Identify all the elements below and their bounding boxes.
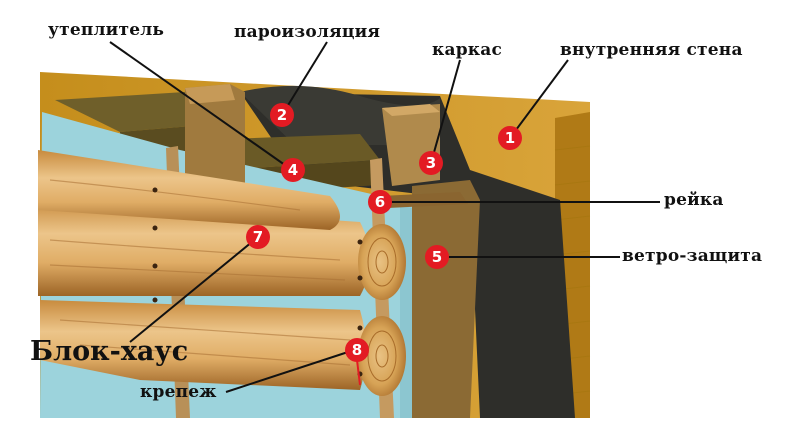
leader-line-insulation bbox=[109, 41, 293, 171]
marker-2: 2 bbox=[270, 103, 294, 127]
marker-7-number: 7 bbox=[253, 228, 263, 246]
label-batten: рейка bbox=[664, 190, 724, 210]
marker-4-number: 4 bbox=[288, 161, 298, 179]
marker-8: 8 bbox=[345, 338, 369, 362]
leader-line-block-house bbox=[129, 236, 259, 343]
marker-6-number: 6 bbox=[375, 193, 385, 211]
leader-line-frame bbox=[430, 59, 461, 164]
leader-line-vapor-barrier bbox=[281, 41, 328, 116]
marker-5-number: 5 bbox=[432, 248, 442, 266]
block-house bbox=[38, 150, 406, 396]
label-inner-wall: внутренняя стена bbox=[560, 40, 743, 60]
label-frame: каркас bbox=[432, 40, 503, 60]
label-fastener: крепеж bbox=[140, 382, 217, 402]
leader-lines bbox=[109, 41, 660, 393]
fastener-screw bbox=[356, 359, 361, 386]
marker-1: 1 bbox=[498, 126, 522, 150]
label-insulation: утеплитель bbox=[48, 20, 165, 40]
marker-6: 6 bbox=[368, 190, 392, 214]
label-wind-barrier: ветро-защита bbox=[622, 246, 763, 266]
marker-8-number: 8 bbox=[352, 341, 362, 359]
frame-posts bbox=[185, 84, 480, 418]
leader-line-fastener bbox=[225, 351, 349, 393]
marker-2-number: 2 bbox=[277, 106, 287, 124]
label-vapor-barrier: пароизоляция bbox=[234, 22, 381, 42]
marker-3-number: 3 bbox=[426, 154, 436, 172]
label-block-house: Блок-хаус bbox=[30, 336, 189, 367]
marker-1-number: 1 bbox=[505, 129, 515, 147]
marker-7: 7 bbox=[246, 225, 270, 249]
leader-line-inner-wall bbox=[509, 59, 569, 139]
marker-4: 4 bbox=[281, 158, 305, 182]
marker-5: 5 bbox=[425, 245, 449, 269]
marker-3: 3 bbox=[419, 151, 443, 175]
